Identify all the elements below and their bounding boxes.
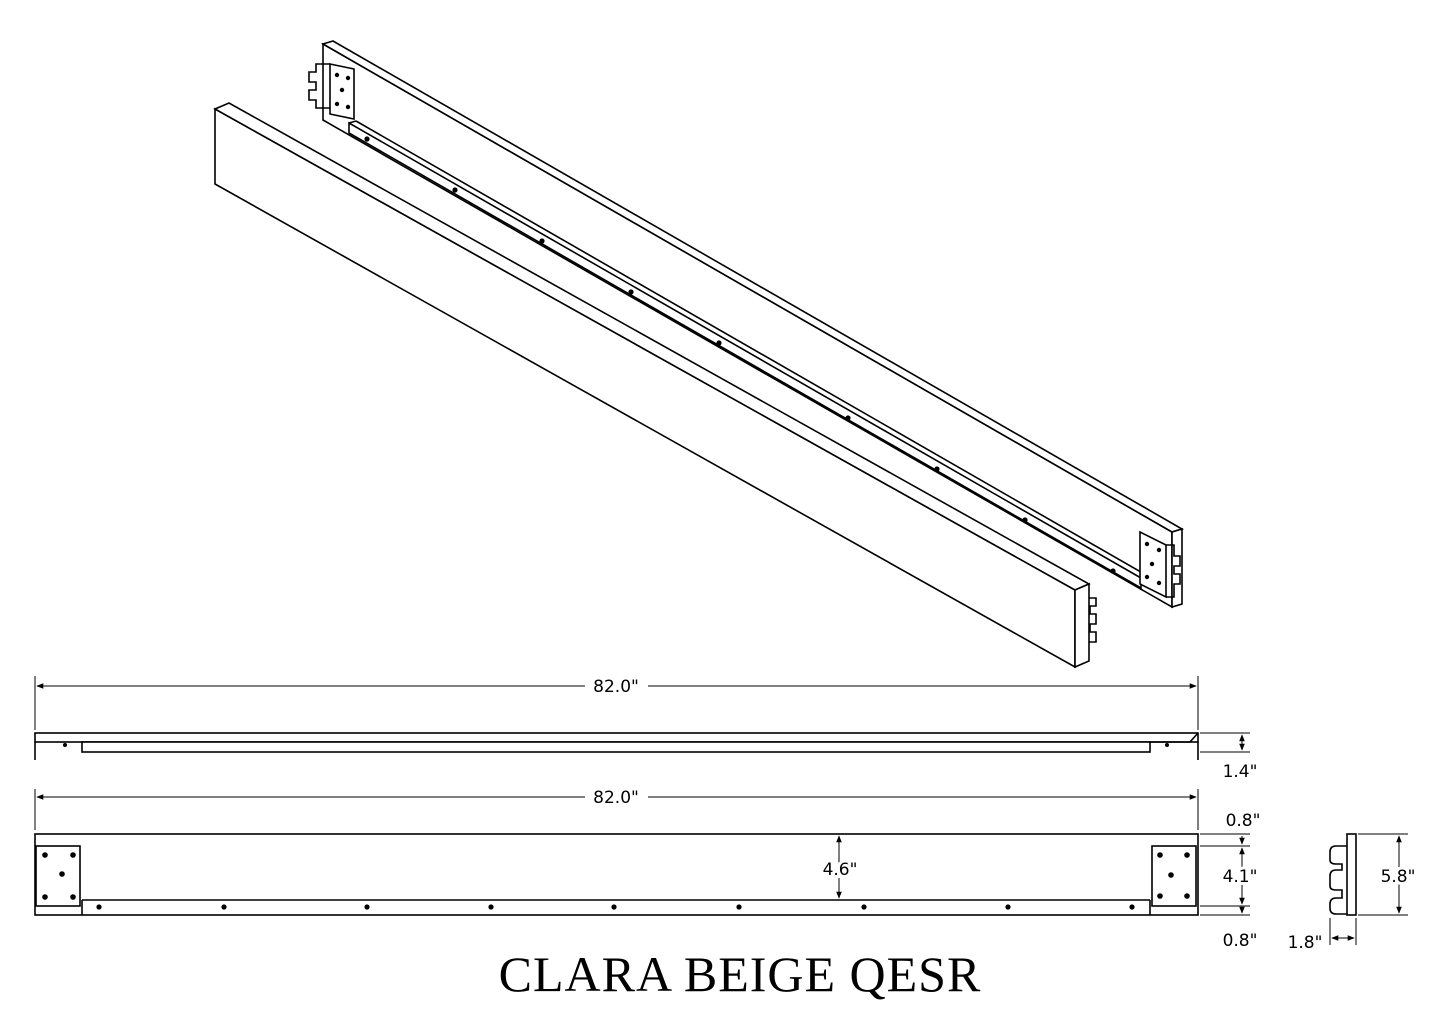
rail-right-chamfer (1150, 732, 1199, 743)
elevation-holes (96, 904, 1135, 910)
overall-length-bottom-label: 82.0" (593, 788, 639, 808)
bracket-plate (1346, 833, 1357, 916)
cleat-holes (364, 136, 1116, 574)
back-rail-left-bracket (308, 63, 355, 120)
cleat-hole (716, 340, 722, 346)
cleat-top-line (355, 120, 1147, 576)
bracket-hook-icon (1329, 845, 1347, 915)
drawing-title: CLARA BEIGE QESR (499, 946, 982, 1002)
back-rail (308, 40, 1185, 609)
front-board-face (214, 107, 1076, 669)
cleat-span-label: 4.1" (1223, 867, 1258, 887)
front-elevation: 82.0" (34, 788, 1261, 951)
back-rail-right-bracket (1139, 530, 1181, 599)
cleat-hole (539, 238, 545, 244)
board-height-label: 4.6" (823, 860, 858, 880)
cleat-hole (1022, 517, 1028, 523)
front-board (213, 102, 1097, 669)
elevation-left-bracket (35, 845, 81, 907)
elevation-board (34, 833, 1199, 916)
bottom-lip-label: 0.8" (1223, 931, 1258, 951)
front-board-end-face (1074, 582, 1090, 669)
bracket-height-label: 5.8" (1381, 867, 1416, 887)
bracket-profile: 5.8" 1.8" (1288, 833, 1418, 953)
rail-thickness-label: 1.4" (1223, 762, 1258, 782)
cleat-hole (452, 187, 458, 193)
front-board-top-face (213, 102, 1091, 591)
isometric-view (213, 40, 1185, 669)
cleat-hole (845, 415, 851, 421)
bracket-depth-label: 1.8" (1288, 933, 1323, 953)
elevation-right-bracket (1151, 845, 1197, 907)
front-board-hook-icon (1089, 597, 1097, 643)
cleat-hole (934, 466, 940, 472)
top-lip-label: 0.8" (1226, 811, 1261, 831)
cleat-hole (628, 289, 634, 295)
rail-cleat-strip (81, 741, 1151, 753)
cleat-hole (1110, 568, 1116, 574)
overall-length-top-label: 82.0" (593, 677, 639, 697)
rail-top-strip (34, 732, 1199, 743)
cleat-hole (364, 136, 370, 142)
top-view: 82.0" 1.4" (34, 676, 1258, 782)
back-rail-cleat (348, 121, 1142, 590)
cleat-top-edge (348, 120, 357, 124)
